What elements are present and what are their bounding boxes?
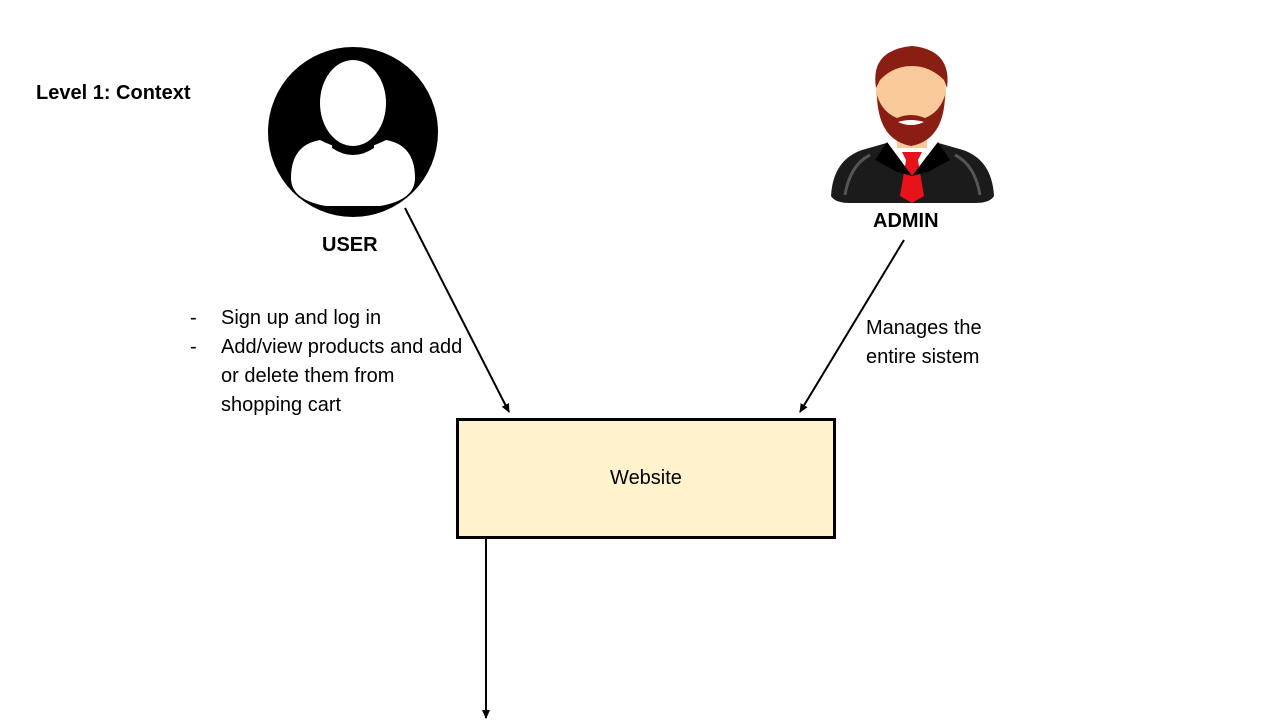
website-process-box: Website — [456, 418, 836, 539]
user-actions-list: - Sign up and log in - Add/view products a… — [190, 304, 481, 420]
list-item: - Sign up and log in — [190, 304, 481, 333]
admin-to-website-arrow — [799, 239, 905, 413]
diagram-title: Level 1: Context — [36, 82, 191, 104]
user-to-website-arrow — [404, 207, 510, 413]
user-label: USER — [322, 234, 378, 256]
bullet-dash: - — [190, 336, 197, 358]
user-icon — [268, 47, 438, 217]
bullet-dash: - — [190, 307, 197, 329]
user-action-text: Sign up and log in — [221, 307, 382, 329]
user-action-text: Add/view products and add or delete them… — [221, 336, 463, 416]
admin-icon — [831, 46, 994, 203]
admin-action-text: Manages the entire sistem — [866, 317, 982, 368]
list-item: - Add/view products and add or delete the… — [190, 333, 481, 420]
admin-label: ADMIN — [873, 210, 939, 232]
website-label: Website — [610, 467, 682, 489]
